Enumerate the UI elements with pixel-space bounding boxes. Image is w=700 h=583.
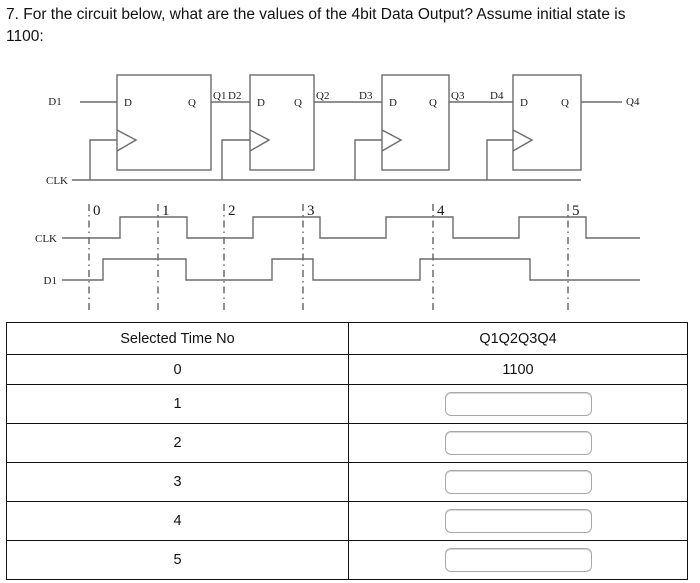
answer-input-2[interactable] bbox=[444, 431, 592, 455]
table-row: 4 bbox=[6, 501, 688, 541]
cell-time-2: 2 bbox=[6, 423, 349, 463]
flipflop-1-d-pin-label: D bbox=[124, 97, 132, 109]
flipflop-4-q-pin-label: Q bbox=[561, 97, 569, 109]
flipflop-1-q-pin-label: Q bbox=[188, 97, 196, 109]
timing-clk-label: CLK bbox=[35, 233, 57, 245]
column-header-value: Q1Q2Q3Q4 bbox=[348, 322, 688, 355]
net-label-q2: Q2 bbox=[316, 90, 329, 102]
net-label-d2: D2 bbox=[228, 90, 241, 102]
flipflop-4-clock-triangle bbox=[512, 129, 534, 152]
flipflop-4-d-pin-label: D bbox=[520, 97, 528, 109]
answer-table: Selected Time No Q1Q2Q3Q4 0 1100 1 2 3 bbox=[6, 322, 688, 580]
cell-answer-5 bbox=[348, 540, 688, 580]
cell-answer-3 bbox=[348, 462, 688, 502]
flipflop-2-q-pin-label: Q bbox=[294, 97, 302, 109]
timing-d1-label: D1 bbox=[44, 275, 57, 287]
cell-answer-2 bbox=[348, 423, 688, 463]
time-tick-label-4: 4 bbox=[437, 203, 445, 219]
table-row: 3 bbox=[6, 462, 688, 502]
cell-time-1: 1 bbox=[6, 384, 349, 424]
clk-waveform bbox=[62, 216, 640, 239]
net-label-q3: Q3 bbox=[451, 90, 465, 102]
table-row: 1 bbox=[6, 384, 688, 424]
wire-clk-stub-4 bbox=[486, 139, 513, 180]
time-tick-label-1: 1 bbox=[162, 203, 170, 219]
time-tick-label-5: 5 bbox=[572, 203, 580, 219]
flipflop-3-d-pin-label: D bbox=[389, 97, 397, 109]
time-tick-label-0: 0 bbox=[93, 203, 101, 219]
answer-input-1[interactable] bbox=[444, 392, 592, 416]
answer-table-container: Selected Time No Q1Q2Q3Q4 0 1100 1 2 3 bbox=[6, 322, 688, 580]
cell-value-0: 1100 bbox=[348, 354, 688, 385]
flipflop-2-clock-triangle bbox=[249, 129, 271, 152]
net-label-q1: Q1 bbox=[213, 90, 226, 102]
flipflop-3-body bbox=[381, 74, 450, 171]
flipflop-2-d-pin-label: D bbox=[257, 97, 265, 109]
cell-time-3: 3 bbox=[6, 462, 349, 502]
circuit-diagram: D Q D Q D Q D Q D1 Q1 D2 Q2 D3 Q3 D4 Q4 … bbox=[46, 74, 640, 187]
table-header-row: Selected Time No Q1Q2Q3Q4 bbox=[6, 322, 688, 355]
flipflop-1-clock-triangle bbox=[116, 129, 138, 152]
table-row: 2 bbox=[6, 423, 688, 463]
page-title: 7. For the circuit below, what are the v… bbox=[6, 6, 626, 45]
answer-input-3[interactable] bbox=[444, 470, 592, 494]
table-row: 0 1100 bbox=[6, 354, 688, 385]
cell-answer-4 bbox=[348, 501, 688, 541]
circuit-clk-label: CLK bbox=[46, 175, 68, 187]
answer-input-5[interactable] bbox=[444, 548, 592, 572]
time-tick-label-2: 2 bbox=[228, 203, 236, 219]
net-label-d3: D3 bbox=[359, 90, 373, 102]
cell-time-0: 0 bbox=[6, 354, 349, 385]
cell-time-4: 4 bbox=[6, 501, 349, 541]
wire-clk-stub-3 bbox=[354, 139, 382, 180]
wire-clk-stub-1 bbox=[89, 139, 117, 180]
flipflop-3-q-pin-label: Q bbox=[429, 97, 437, 109]
column-header-time: Selected Time No bbox=[6, 322, 349, 355]
flipflop-3-clock-triangle bbox=[381, 129, 403, 152]
d1-waveform bbox=[62, 258, 640, 281]
net-label-d4: D4 bbox=[490, 90, 504, 102]
table-row: 5 bbox=[6, 540, 688, 580]
net-label-d1: D1 bbox=[48, 96, 61, 108]
time-tick-label-3: 3 bbox=[307, 203, 315, 219]
flipflop-2-body bbox=[249, 74, 315, 171]
answer-input-4[interactable] bbox=[444, 509, 592, 533]
flipflop-1-body bbox=[116, 74, 212, 171]
flipflop-4-body bbox=[512, 74, 582, 171]
cell-answer-1 bbox=[348, 384, 688, 424]
net-label-q4: Q4 bbox=[626, 96, 640, 108]
wire-clk-stub-2 bbox=[221, 139, 250, 180]
cell-time-5: 5 bbox=[6, 540, 349, 580]
timing-diagram: 0 1 2 3 4 5 CLK D1 bbox=[35, 203, 640, 312]
